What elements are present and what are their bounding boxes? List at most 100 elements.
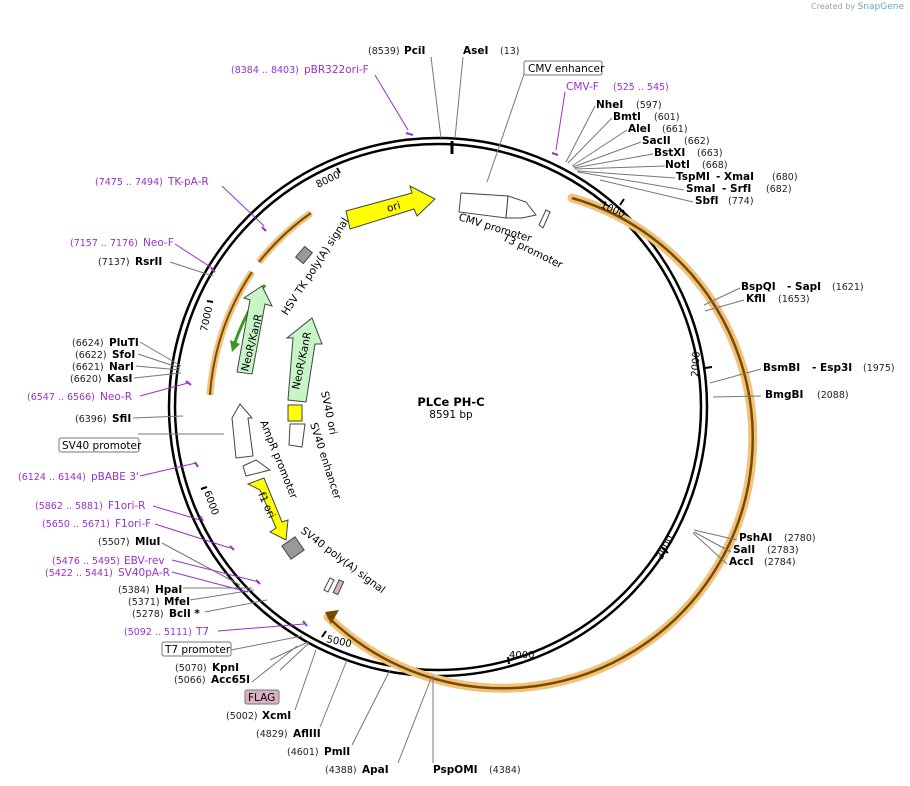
mark-f1ori-r: [199, 515, 204, 522]
kasi-pos: (6620): [70, 374, 102, 385]
ebv-rev-label: EBV-rev: [124, 555, 165, 567]
t3-promoter-feature: [538, 209, 551, 229]
plasmid-length: 8591 bp: [429, 409, 473, 421]
insert-orf-arrowhead: [325, 610, 339, 624]
leader-bmti: [567, 117, 613, 164]
leader-acc65i: [279, 642, 310, 671]
acci-label: AccI: [729, 556, 753, 568]
hpai-pos: (5384): [118, 585, 150, 596]
xcmi-label: XcmI: [262, 710, 291, 722]
sacii-pos: (662): [684, 136, 710, 147]
f1ori-f-label: F1ori-F: [115, 518, 151, 530]
bspqi-label: BspQI: [741, 281, 776, 293]
tick-1000-mark: [619, 198, 625, 206]
leader-mlui: [161, 542, 241, 586]
smai-label: SmaI: [686, 183, 716, 195]
pbabe3-label: pBABE 3': [91, 471, 139, 483]
nari-pos: (6621): [72, 362, 104, 373]
leader-pbabe3: [139, 462, 197, 477]
sali-pos: (2783): [767, 545, 799, 556]
nhei-pos: (597): [636, 100, 662, 111]
leader-lines: [132, 56, 762, 764]
sapi-label: - SapI: [787, 281, 821, 293]
sfii-pos: (6396): [75, 414, 107, 425]
apai-pos: (4388): [325, 765, 357, 776]
pcii-label: PciI: [404, 45, 425, 57]
flag-label: FLAG: [248, 692, 275, 704]
pspomi-pos: (4384): [489, 765, 521, 776]
neo-f-label: Neo-F: [143, 237, 174, 249]
leader-smai: [577, 171, 685, 191]
leader-bcli: [204, 599, 268, 613]
t7-range: (5092 .. 5111): [124, 627, 192, 638]
f1ori-r-range: (5862 .. 5881): [35, 501, 103, 512]
cmv-enhancer-box: [523, 60, 603, 76]
tick-3000-mark: [661, 547, 669, 554]
tick-5000: 5000: [325, 634, 352, 650]
mark-neo-r: [185, 380, 192, 386]
leader-sfii: [132, 415, 184, 419]
leader-bmgbi: [712, 395, 762, 398]
leader-aflIII: [319, 659, 348, 728]
hpai-label: HpaI: [155, 584, 182, 596]
cmv-enhancer-label: CMV enhancer: [528, 63, 605, 75]
sv40-ori-feature: [287, 404, 303, 422]
leader-apai: [397, 675, 433, 764]
kfli-label: KflI: [746, 293, 766, 305]
mark-ebv-rev: [255, 579, 261, 585]
leader-cmv-enhancer: [486, 73, 525, 183]
bmti-pos: (601): [654, 112, 680, 123]
tk-pa-r-label: TK-pA-R: [167, 176, 209, 188]
leader-sbfi: [599, 179, 694, 203]
alei-pos: (661): [662, 124, 688, 135]
tick-2000-mark: [704, 366, 713, 369]
esp3i-label: - Esp3I: [812, 362, 852, 374]
pspomi-label: PspOMI: [433, 764, 478, 776]
sbfi-pos: (774): [728, 196, 754, 207]
leader-sali: [693, 531, 732, 553]
bmti-label: BmtI: [613, 111, 641, 123]
sv40-enhancer-feature: [288, 423, 306, 448]
tspmi-pos: (680): [772, 172, 798, 183]
ampr-promoter-feature: [231, 403, 254, 459]
bcli-label: BclI *: [169, 608, 200, 620]
leader-t7: [217, 623, 305, 632]
cmv-promoter-arrowhead: [505, 195, 537, 219]
ampr-promoter-arrow: [242, 459, 272, 477]
pbr322ori-f-range: (8384 .. 8403): [231, 65, 299, 76]
neo-r-label: Neo-R: [100, 391, 132, 403]
noti-label: NotI: [665, 159, 690, 171]
leader-f1ori-f: [154, 523, 231, 549]
afliii-pos: (4829): [256, 729, 288, 740]
sfii-label: SfiI: [112, 413, 131, 425]
nhei-label: NheI: [596, 99, 623, 111]
primer-marks: [185, 132, 559, 627]
sv40-polya-label: SV40 poly(A) signal: [298, 525, 387, 596]
rsrii-label: RsrII: [135, 256, 162, 268]
t7-promoter-box: [161, 641, 232, 657]
t7-promoter-label: T7 promoter: [164, 644, 231, 656]
rsrii-pos: (7137): [98, 257, 130, 268]
mfei-pos: (5371): [128, 597, 160, 608]
snapgene-credit: Created by SnapGene: [811, 2, 904, 12]
tk-pa-r-range: (7475 .. 7494): [95, 177, 163, 188]
nari-label: NarI: [109, 361, 134, 373]
leader-rsrii: [169, 261, 214, 277]
tick-7000-mark: [206, 300, 214, 303]
afliii-label: AflIII: [293, 728, 321, 740]
tick-6000: 6000: [201, 489, 220, 517]
pmli-pos: (4601): [287, 747, 319, 758]
tspmi-label: TspMI: [676, 171, 710, 183]
leader-bspqi: [703, 287, 741, 306]
neor-kanr-feature-outer: [236, 285, 273, 375]
asei-pos: (13): [500, 46, 520, 57]
bmgbi-pos: (2088): [817, 390, 849, 401]
tick-8000-mark: [336, 167, 341, 174]
insert-orf: [327, 196, 754, 690]
acc65i-pos: (5066): [174, 675, 206, 686]
leader-pcii: [430, 56, 442, 139]
mfei-label: MfeI: [164, 596, 190, 608]
leader-tspmi: [576, 170, 676, 179]
tick-5000-mark: [321, 630, 327, 638]
